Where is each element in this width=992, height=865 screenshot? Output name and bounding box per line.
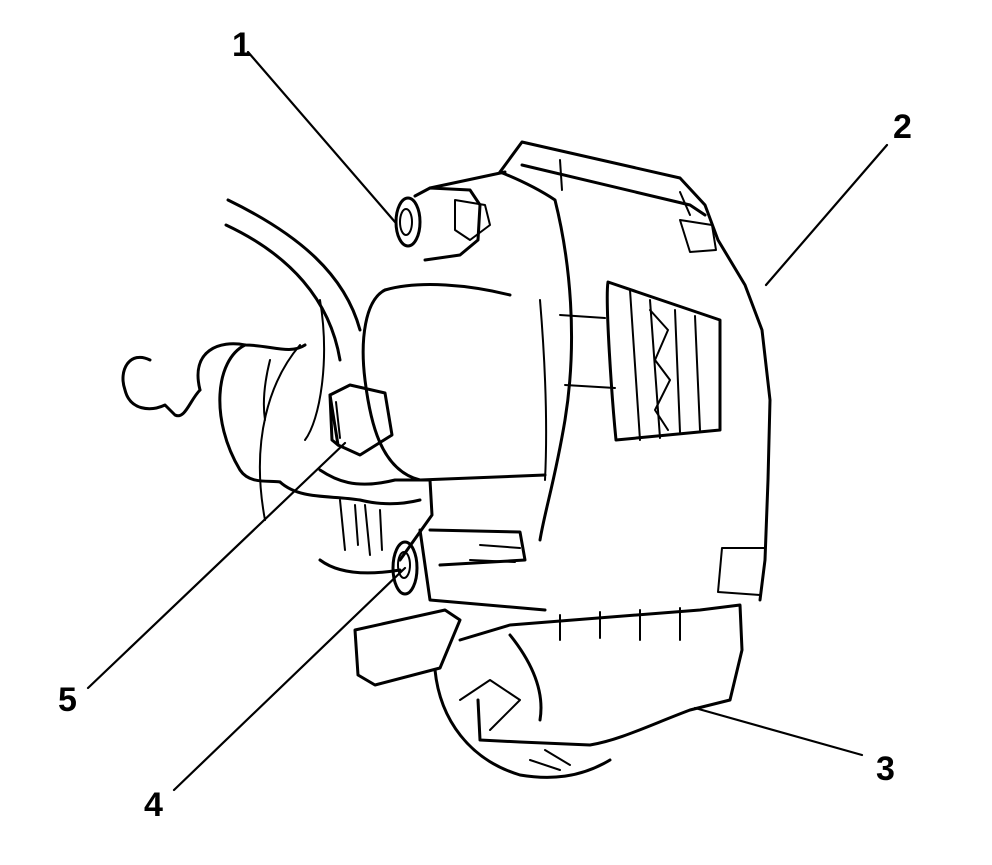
leader-line-3 [693, 706, 864, 757]
callout-leaders [86, 50, 889, 792]
callout-3: 3 [876, 750, 895, 788]
leader-line-1 [246, 50, 397, 224]
leader-line-2 [764, 143, 889, 287]
caliper-bracket [353, 603, 744, 779]
callout-2: 2 [893, 108, 912, 146]
callout-5: 5 [58, 681, 77, 719]
caliper-piston-housing [361, 283, 548, 482]
callout-1: 1 [232, 26, 251, 64]
leader-line-5 [86, 441, 347, 690]
rotor-arcs [224, 198, 362, 441]
boot-and-knuckle [121, 342, 434, 575]
upper-guide-pin-bolt [394, 170, 507, 262]
leader-line-4 [172, 566, 407, 792]
lower-guide-pin-bolt [391, 528, 547, 612]
caliper-body [498, 140, 772, 602]
bleeder-screw [328, 383, 394, 457]
callout-4: 4 [144, 786, 163, 824]
